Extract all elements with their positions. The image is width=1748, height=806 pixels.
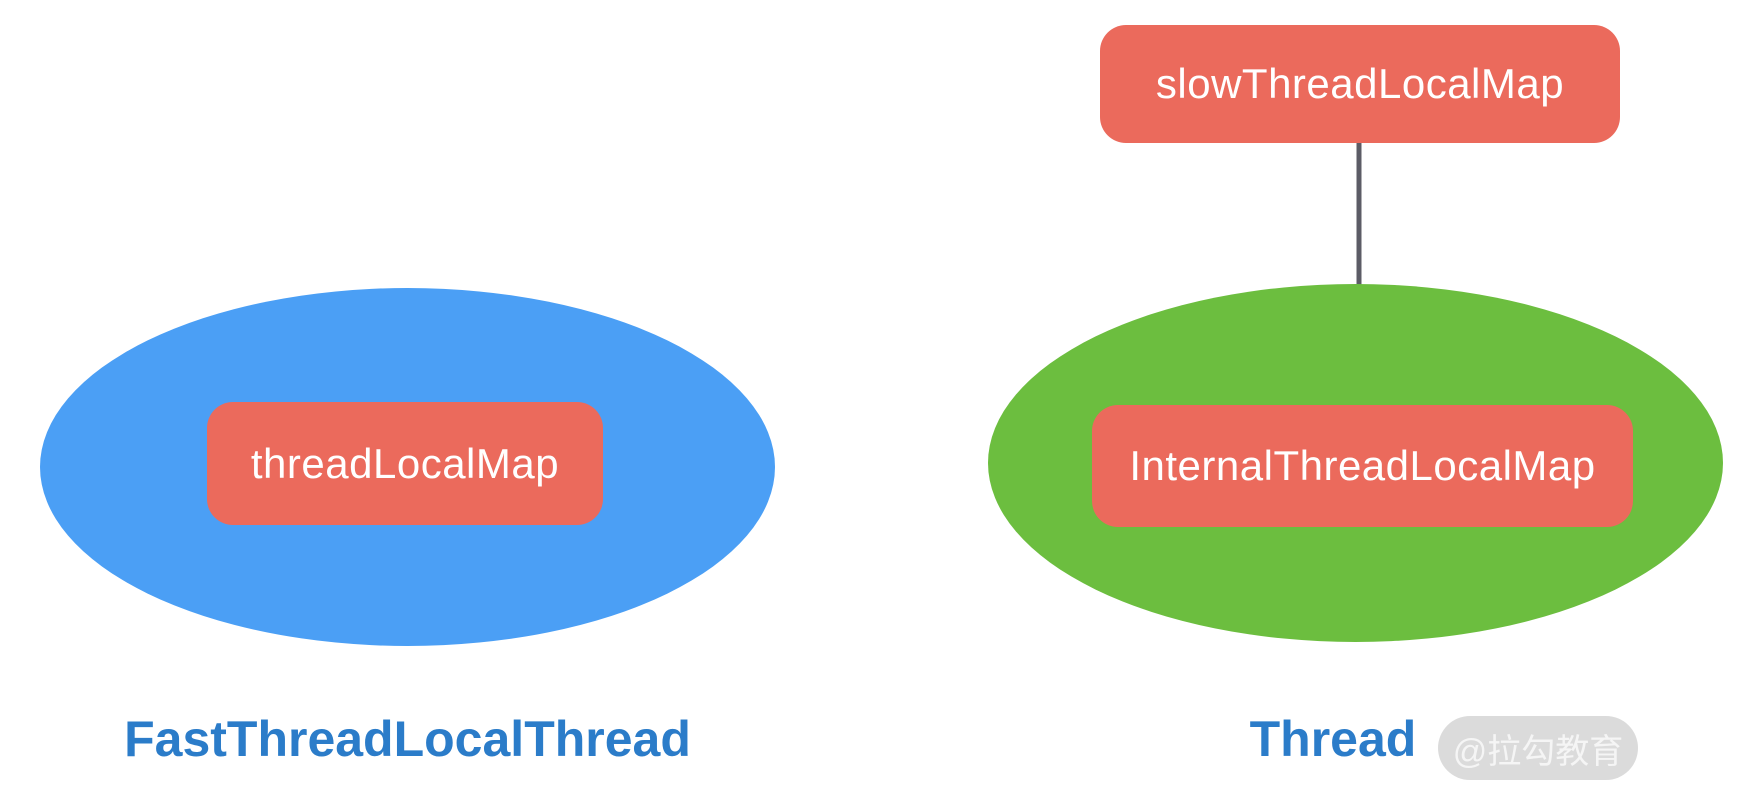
slow-thread-local-map-box: slowThreadLocalMap <box>1100 25 1620 143</box>
internal-thread-local-map-box: InternalThreadLocalMap <box>1092 405 1633 527</box>
fast-thread-local-thread-caption: FastThreadLocalThread <box>124 711 691 767</box>
thread-caption: Thread <box>1249 711 1417 767</box>
watermark-badge: @拉勾教育 <box>1438 716 1638 780</box>
thread-local-map-box: threadLocalMap <box>207 402 603 525</box>
